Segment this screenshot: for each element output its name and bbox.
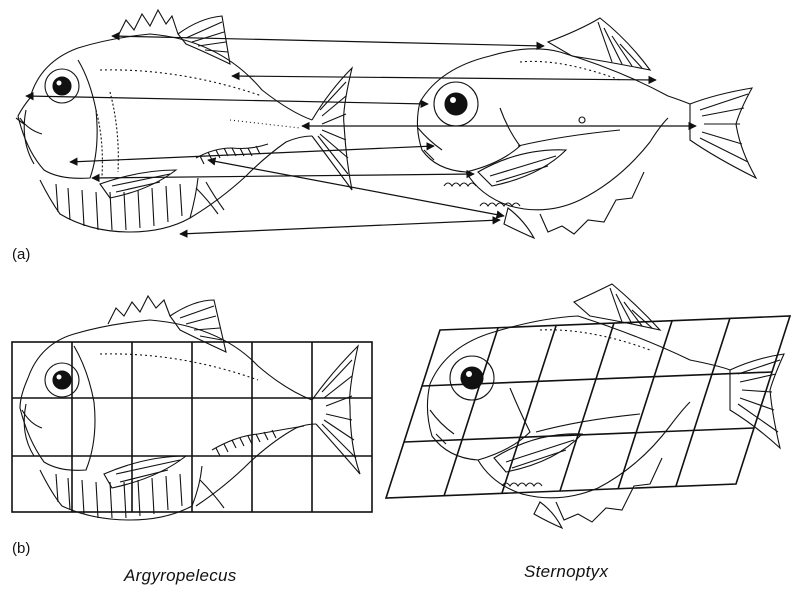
fish-a-sternoptyx — [417, 18, 756, 238]
body-outline — [30, 34, 312, 120]
fish-a-argyropelecus — [16, 10, 352, 232]
dorsal-spines — [118, 10, 178, 36]
correspondence-arrows — [26, 36, 696, 234]
species-label-argyropelecus: Argyropelecus — [124, 566, 237, 586]
fish-b-sternoptyx — [427, 284, 784, 528]
skewed-coordinate-grid — [386, 316, 790, 498]
correspondence-arrow-icon — [112, 36, 544, 46]
caudal-fin — [690, 88, 756, 178]
panel-label-a: (a) — [12, 246, 30, 263]
correspondence-arrow-icon — [180, 220, 500, 234]
panel-label-b: (b) — [12, 540, 30, 557]
correspondence-arrow-icon — [232, 76, 656, 80]
belly-photophores — [40, 178, 198, 232]
species-label-sternoptyx: Sternoptyx — [524, 562, 608, 582]
correspondence-arrow-icon — [208, 160, 504, 216]
correspondence-arrow-icon — [26, 96, 428, 104]
fish-b-argyropelecus — [20, 296, 360, 520]
head — [417, 102, 520, 172]
correspondence-arrow-icon — [70, 146, 434, 162]
pectoral-fin — [478, 150, 566, 186]
